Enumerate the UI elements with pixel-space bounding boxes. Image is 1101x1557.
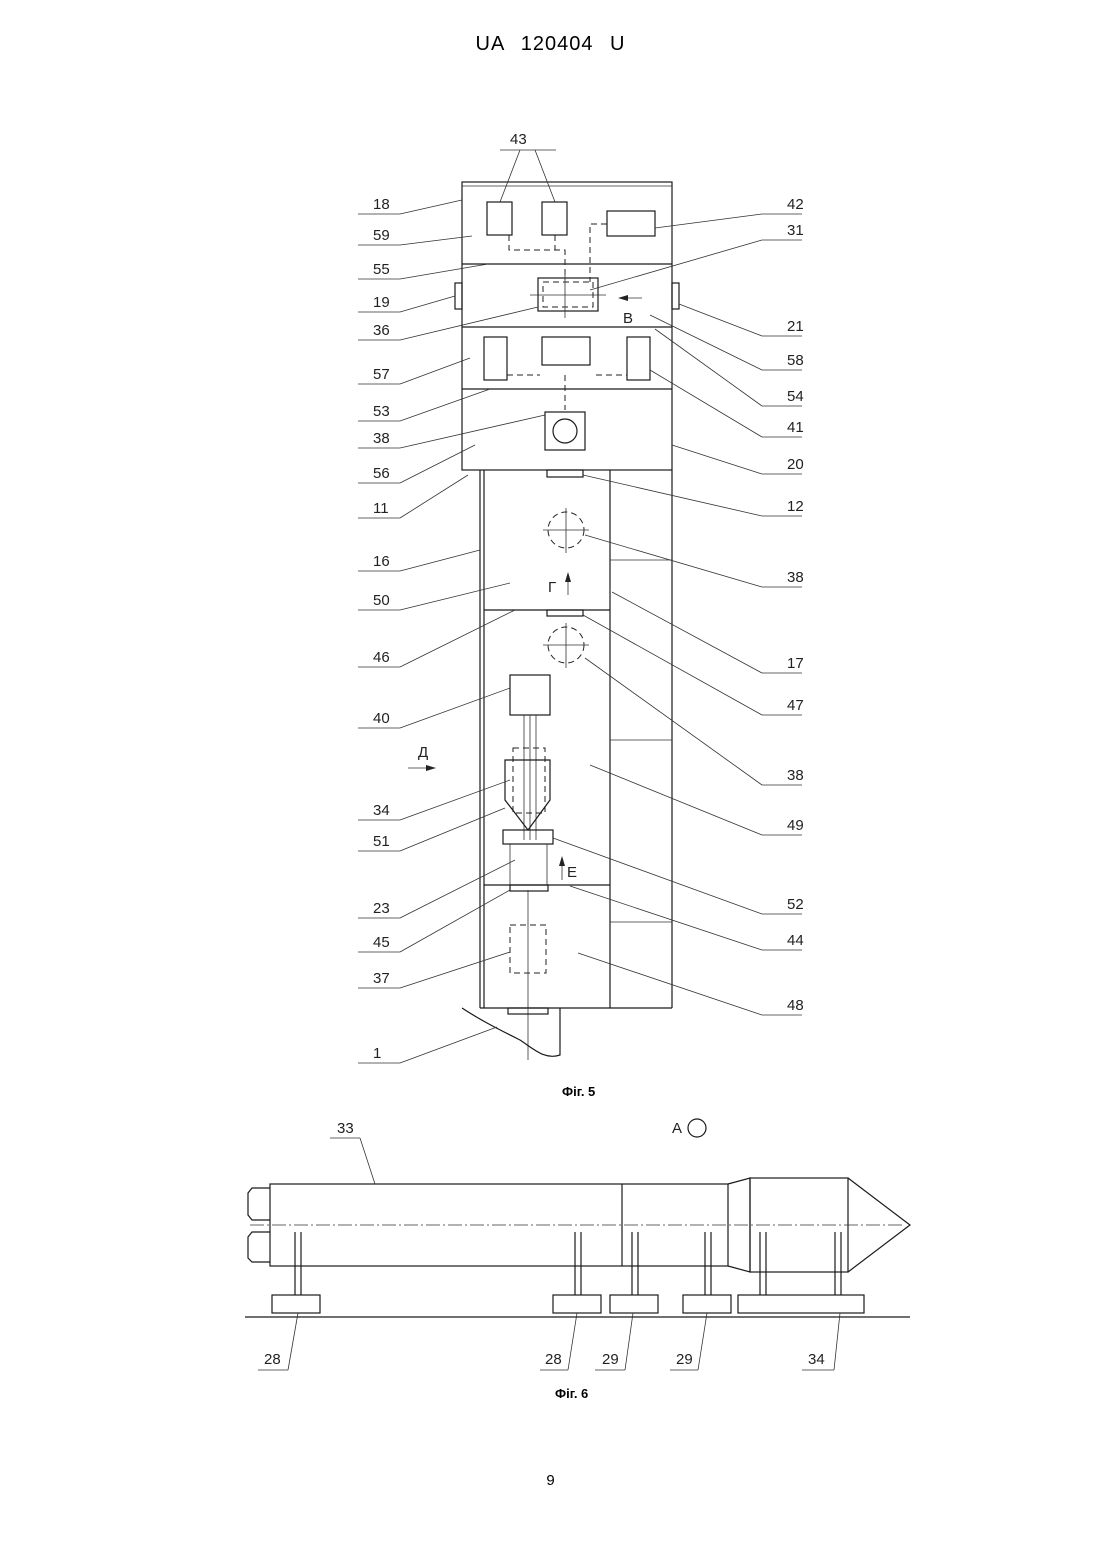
label-49: 49: [787, 817, 804, 834]
label-31: 31: [787, 222, 804, 239]
label-38-left: 38: [373, 430, 390, 447]
label-37: 37: [373, 970, 390, 987]
label-34: 34: [373, 802, 390, 819]
fig5-left-labels: 18 59 55 19 36 57 53 38 56 11 16 50 46 4…: [373, 196, 390, 1062]
view-letter-g: Г: [548, 579, 556, 596]
label-45: 45: [373, 934, 390, 951]
label-59: 59: [373, 227, 390, 244]
label-38-right-upper: 38: [787, 569, 804, 586]
label-18: 18: [373, 196, 390, 213]
label-17: 17: [787, 655, 804, 672]
label-53: 53: [373, 403, 390, 420]
label-54: 54: [787, 388, 804, 405]
label-16: 16: [373, 553, 390, 570]
label-50: 50: [373, 592, 390, 609]
label-43: 43: [510, 131, 527, 148]
label-28-left: 28: [264, 1351, 281, 1368]
label-19: 19: [373, 294, 390, 311]
label-52: 52: [787, 896, 804, 913]
label-55: 55: [373, 261, 390, 278]
label-46: 46: [373, 649, 390, 666]
label-29-left: 29: [602, 1351, 619, 1368]
page-number: 9: [0, 1472, 1101, 1489]
label-44: 44: [787, 932, 804, 949]
label-29-right: 29: [676, 1351, 693, 1368]
label-42: 42: [787, 196, 804, 213]
view-letter-a: А: [672, 1120, 682, 1137]
label-36: 36: [373, 322, 390, 339]
label-12: 12: [787, 498, 804, 515]
label-56: 56: [373, 465, 390, 482]
view-letter-v: В: [623, 310, 633, 327]
label-11: 11: [373, 500, 389, 517]
label-23: 23: [373, 900, 390, 917]
label-34-fig6: 34: [808, 1351, 825, 1368]
label-38-right-lower: 38: [787, 767, 804, 784]
fig6-caption: Фіг. 6: [555, 1386, 588, 1401]
label-57: 57: [373, 366, 390, 383]
label-28-right: 28: [545, 1351, 562, 1368]
label-21: 21: [787, 318, 804, 335]
view-letter-e: Е: [567, 864, 577, 881]
figure-6-drawing: А 33 28 28 29 29 34: [245, 1119, 910, 1370]
label-51: 51: [373, 833, 390, 850]
label-20: 20: [787, 456, 804, 473]
fig5-right-labels: 42 31 21 58 54 41 20 12 38 17 47 38 49 5…: [787, 196, 804, 1014]
label-1: 1: [373, 1045, 381, 1062]
label-33: 33: [337, 1120, 354, 1137]
label-40: 40: [373, 710, 390, 727]
view-letter-d: Д: [418, 744, 428, 761]
label-47: 47: [787, 697, 804, 714]
figure-5-drawing: В Г: [358, 131, 804, 1063]
label-41: 41: [787, 419, 804, 436]
label-48: 48: [787, 997, 804, 1014]
label-58: 58: [787, 352, 804, 369]
fig5-caption: Фіг. 5: [562, 1084, 595, 1099]
